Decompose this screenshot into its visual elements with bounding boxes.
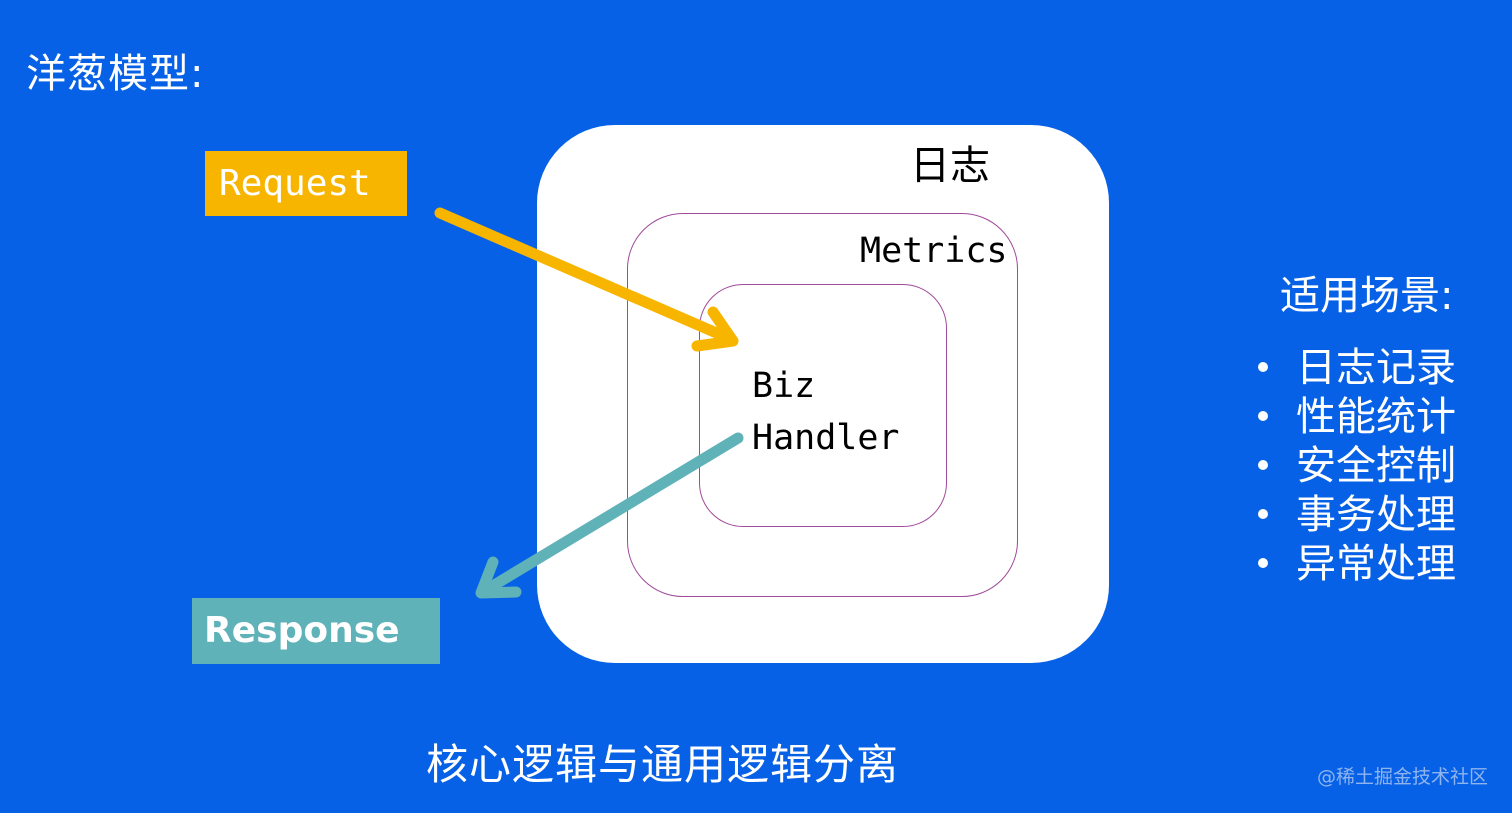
biz-label: Biz (752, 366, 816, 406)
scenario-label: 异常处理 (1296, 541, 1456, 587)
request-box: Request (205, 151, 407, 216)
scenario-label: 日志记录 (1296, 345, 1456, 391)
scenarios-title: 适用场景: (1280, 273, 1454, 319)
scenario-label: 性能统计 (1296, 394, 1456, 440)
scenario-label: 事务处理 (1296, 492, 1456, 538)
bullet-icon (1258, 509, 1268, 519)
layer-log (537, 125, 1109, 663)
list-item: 异常处理 (1258, 540, 1456, 589)
layer-biz-handler (699, 284, 947, 527)
list-item: 性能统计 (1258, 393, 1456, 442)
bullet-icon (1258, 558, 1268, 568)
list-item: 事务处理 (1258, 491, 1456, 540)
layer-metrics-label: Metrics (860, 231, 1008, 271)
list-item: 安全控制 (1258, 442, 1456, 491)
response-box: Response (192, 598, 440, 664)
caption: 核心逻辑与通用逻辑分离 (426, 740, 900, 789)
layer-metrics (627, 213, 1018, 597)
scenario-label: 安全控制 (1296, 443, 1456, 489)
handler-label: Handler (752, 418, 900, 458)
watermark: @稀土掘金技术社区 (1316, 766, 1488, 788)
response-arrow (475, 432, 744, 599)
page-title: 洋葱模型: (26, 51, 205, 97)
layer-log-label: 日志 (910, 143, 990, 189)
bullet-icon (1258, 411, 1268, 421)
request-arrow (434, 207, 739, 352)
scenarios-list: 日志记录 性能统计 安全控制 事务处理 异常处理 (1258, 344, 1456, 589)
list-item: 日志记录 (1258, 344, 1456, 393)
layer-biz-handler-label: Biz Handler (752, 360, 900, 464)
bullet-icon (1258, 460, 1268, 470)
bullet-icon (1258, 362, 1268, 372)
